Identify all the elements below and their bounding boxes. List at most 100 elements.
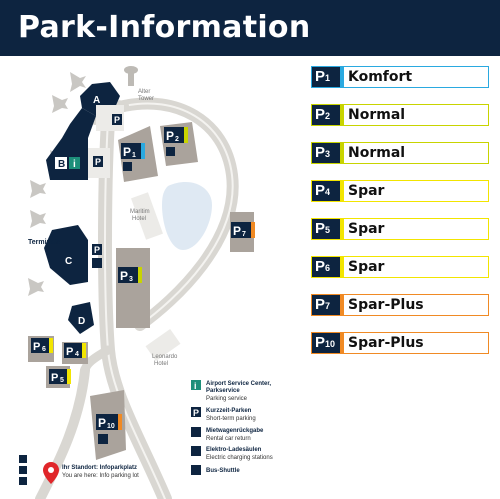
lot-badge-number: 3: [325, 149, 331, 159]
lot-p5-marker: P 5: [49, 369, 71, 384]
svg-text:P: P: [98, 416, 106, 430]
info-letter: i: [73, 159, 76, 170]
svg-text:P: P: [33, 341, 40, 353]
legend-shortterm-sub: Short-term parking: [206, 416, 256, 422]
leonardo-hotel-label: Leonardo: [152, 354, 178, 360]
lot-color-stripe: [340, 181, 344, 201]
lot-p5-number: 5: [60, 377, 64, 384]
p-icon: P: [95, 157, 101, 167]
lot-badge: P4: [312, 181, 340, 201]
airplane-icon: [30, 210, 46, 228]
terminals-label: Terminals: [28, 239, 61, 246]
lot-row-p3: P3 Normal: [311, 142, 489, 164]
lot-badge: P5: [312, 219, 340, 239]
lot-p7-number: 7: [242, 231, 246, 238]
lot-category-label: Normal: [348, 145, 406, 161]
info-icon: [191, 380, 201, 390]
lot-badge: P10: [312, 333, 340, 353]
lot-badge: P3: [312, 143, 340, 163]
page-title: Park-Information: [18, 10, 311, 45]
terminal-d-building: [68, 302, 94, 334]
legend-bus-title: Bus-Shuttle: [206, 468, 240, 474]
lot-row-p7: P7 Spar-Plus: [311, 294, 489, 316]
car-icon: [123, 162, 132, 171]
tower-icon: [124, 66, 138, 86]
lot-p1-number: 1: [132, 152, 136, 159]
lot-badge-letter: P: [315, 144, 326, 161]
lot-color-stripe: [340, 67, 344, 87]
info-lot-icon: [19, 477, 27, 485]
legend-service-title-2: Parkservice: [206, 388, 240, 394]
hotels: [131, 192, 181, 361]
location-title: Ihr Standort: Infoparkplatz: [62, 465, 137, 471]
legend-charging-sub: Electric charging stations: [206, 455, 273, 461]
legend-service-title: Airport Service Center,: [206, 381, 271, 387]
legend-charging-title: Elektro-Ladesäulen: [206, 447, 262, 453]
bus-icon: [191, 465, 201, 475]
lot-category-label: Spar-Plus: [348, 297, 424, 313]
lake: [162, 182, 212, 250]
svg-text:P: P: [120, 269, 128, 283]
car-return-icon: [92, 258, 102, 268]
map-legend: i Airport Service Center, Parkservice Pa…: [191, 380, 273, 475]
lot-color-stripe: [340, 295, 344, 315]
lot-category-label: Spar: [348, 221, 385, 237]
airplane-icon: [52, 95, 68, 113]
lot-badge-number: 2: [325, 111, 331, 121]
terminal-c-building: [44, 225, 88, 285]
maritim-hotel: [131, 192, 163, 240]
lot-p3-marker: P 3: [118, 267, 142, 283]
legend-rental-sub: Rental car return: [206, 436, 251, 442]
lot-row-p5: P5 Spar: [311, 218, 489, 240]
charging-icon: [191, 446, 201, 456]
info-lot-icon: [19, 466, 27, 474]
lot-category-label: Komfort: [348, 69, 413, 85]
lot-badge-number: 5: [325, 225, 331, 235]
legend-rental-title: Mietwagenrückgabe: [206, 428, 264, 434]
terminal-b-label: B: [58, 159, 65, 170]
lot-badge-letter: P: [315, 296, 326, 313]
airplane-icon: [70, 72, 86, 92]
p-icon: P: [94, 245, 100, 255]
lot-color-stripe: [340, 105, 344, 125]
lot-category-label: Spar: [348, 259, 385, 275]
lot-badge-letter: P: [315, 258, 326, 275]
west-road: [35, 365, 90, 499]
car-icon: [166, 147, 175, 156]
garage-p3: [116, 248, 150, 328]
connector-road: [80, 345, 113, 375]
lot-badge-number: 6: [325, 263, 331, 273]
lot-badge: P7: [312, 295, 340, 315]
lot-badge-letter: P: [315, 106, 326, 123]
maritim-hotel-label: Maritim: [130, 209, 150, 215]
lot-color-stripe: [340, 257, 344, 277]
lot-color-stripe: [340, 219, 344, 239]
lot-color-stripe: [340, 333, 344, 353]
lot-badge: P1: [312, 67, 340, 87]
road-network: [35, 97, 239, 499]
info-lot-icon: [19, 455, 27, 463]
terminal-a-label: A: [93, 95, 100, 106]
short-term-markers: P P P: [92, 114, 122, 268]
airport-map: Alter Tower A B i C D Terminals P P P P …: [19, 66, 273, 499]
maritim-hotel-label-2: Hotel: [132, 216, 146, 222]
svg-text:P: P: [51, 372, 58, 384]
svg-text:P: P: [166, 129, 174, 143]
svg-text:i: i: [194, 381, 197, 391]
rental-car-icon: [191, 427, 201, 437]
lot-color-stripe: [340, 143, 344, 163]
lot-badge-number: 7: [325, 301, 331, 311]
leonardo-hotel: [145, 329, 181, 361]
svg-text:P: P: [123, 145, 131, 159]
header-bar: Park-Information: [0, 0, 500, 56]
p-icon: P: [114, 115, 120, 125]
info-icon: [69, 157, 80, 169]
lot-row-p2: P2 Normal: [311, 104, 489, 126]
lot-category-label: Spar: [348, 183, 385, 199]
terminal-forecourt: [88, 105, 124, 178]
lot-category-label: Normal: [348, 107, 406, 123]
location-marker: Ihr Standort: Infoparkplatz You are here…: [19, 455, 139, 485]
lot-badge: P2: [312, 105, 340, 125]
lot-badge-letter: P: [315, 68, 326, 85]
